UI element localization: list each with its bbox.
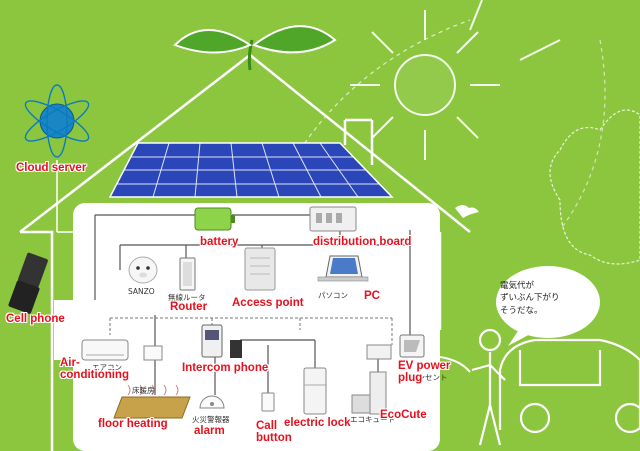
solar-panel-icon bbox=[108, 142, 394, 198]
label-alarm: alarm bbox=[194, 425, 225, 437]
label-cloud-server: Cloud server bbox=[16, 162, 87, 174]
speech-line-2: ずいぶん下がり bbox=[500, 293, 560, 304]
label-call-button: Call button bbox=[256, 420, 292, 445]
ecocute-unit-icon bbox=[351, 371, 387, 415]
cell-phone-icon bbox=[8, 252, 48, 314]
label-ev-power-plug: EV power plug bbox=[398, 360, 451, 385]
speech-bubble-text: 電気代が ずいぶん下がり そうだな。 bbox=[500, 280, 596, 317]
speech-line-1: 電気代が bbox=[500, 281, 535, 291]
car-icon bbox=[498, 338, 640, 434]
label-ecocute: EcoCute bbox=[380, 409, 427, 421]
label-cell-phone: Cell phone bbox=[6, 313, 65, 325]
jp-label-ecocute: エコキュート bbox=[350, 415, 395, 424]
label-electric-lock: electric lock bbox=[284, 417, 351, 429]
cloud-server-icon bbox=[24, 84, 90, 158]
battery-icon bbox=[194, 207, 235, 231]
call-button-icon bbox=[261, 392, 275, 412]
label-floor-heating: floor heating bbox=[98, 418, 168, 430]
label-router: Router bbox=[170, 301, 208, 313]
intercom-phone-icon bbox=[201, 324, 242, 358]
access-point-icon bbox=[244, 247, 276, 291]
refrigerator-icon bbox=[303, 367, 327, 415]
speech-bubble bbox=[496, 266, 600, 346]
ev-charger-icon bbox=[399, 334, 425, 358]
label-battery: battery bbox=[200, 236, 239, 248]
jp-label-floor: 床暖房 bbox=[132, 386, 155, 395]
jp-label-pc: パソコン bbox=[318, 291, 348, 300]
sanzo-device-icon bbox=[128, 256, 158, 284]
jp-label-router: 無線ルータ bbox=[168, 293, 206, 302]
label-distribution-board: distribution board bbox=[313, 236, 412, 248]
distribution-board-icon bbox=[309, 206, 357, 232]
person-icon bbox=[471, 328, 506, 446]
label-pc: PC bbox=[364, 290, 380, 302]
air-conditioner-icon bbox=[81, 339, 129, 361]
jp-label-ev: コンセント bbox=[410, 373, 448, 382]
speech-line-3: そうだな。 bbox=[500, 305, 543, 316]
meter-icon bbox=[366, 344, 392, 360]
floor-heating-icon bbox=[113, 384, 191, 419]
bird-icon bbox=[455, 205, 479, 218]
fire-alarm-icon bbox=[199, 395, 225, 409]
jp-label-aircon: エアコン bbox=[92, 363, 122, 372]
jp-label-sanzo: SANZO bbox=[128, 287, 155, 296]
router-icon bbox=[179, 257, 196, 291]
label-intercom-phone: Intercom phone bbox=[182, 362, 269, 374]
label-air-conditioning: Air- conditioning bbox=[60, 357, 129, 382]
ev-cable bbox=[439, 356, 471, 373]
laptop-icon bbox=[317, 255, 369, 282]
jp-label-alarm: 火災警報器 bbox=[192, 415, 230, 424]
sprout-icon bbox=[173, 25, 337, 71]
label-access-point: Access point bbox=[232, 297, 304, 309]
sun-icon bbox=[350, 0, 561, 160]
switch-panel-icon bbox=[143, 345, 163, 361]
